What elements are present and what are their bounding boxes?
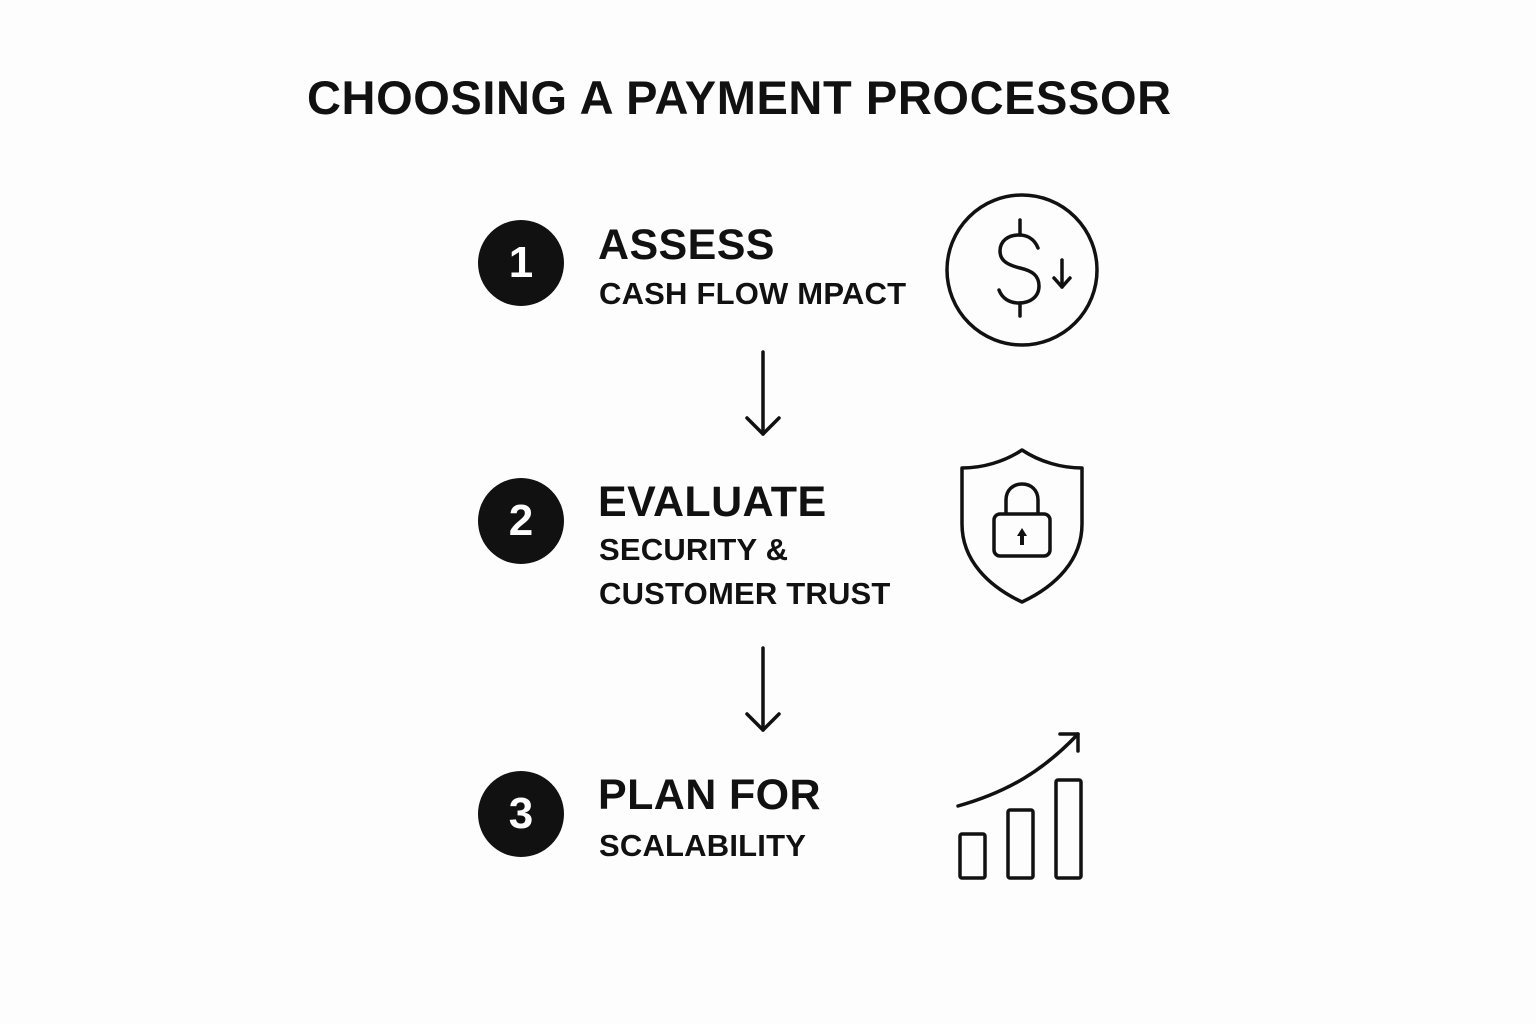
step-heading: ASSESS: [598, 221, 775, 269]
step-subtitle-line: CASH FLOW MPACT: [599, 276, 907, 311]
shield-lock-icon: [960, 448, 1084, 604]
step-heading: PLAN FOR: [598, 771, 821, 819]
down-arrow-icon: [745, 350, 781, 436]
page-title: CHOOSING A PAYMENT PROCESSOR: [307, 71, 1172, 124]
step-heading: EVALUATE: [598, 478, 827, 526]
down-arrow-icon: [745, 646, 781, 732]
step-number-badge: 3: [478, 771, 564, 857]
step-number-badge: 2: [478, 478, 564, 564]
dollar-down-icon: [945, 193, 1099, 347]
step-subtitle-line: CUSTOMER TRUST: [599, 576, 891, 611]
step-subtitle-line: SCALABILITY: [599, 828, 807, 863]
step-number-badge: 1: [478, 220, 564, 306]
step-subtitle-line: SECURITY &: [599, 532, 789, 567]
growth-chart-icon: [956, 732, 1083, 880]
